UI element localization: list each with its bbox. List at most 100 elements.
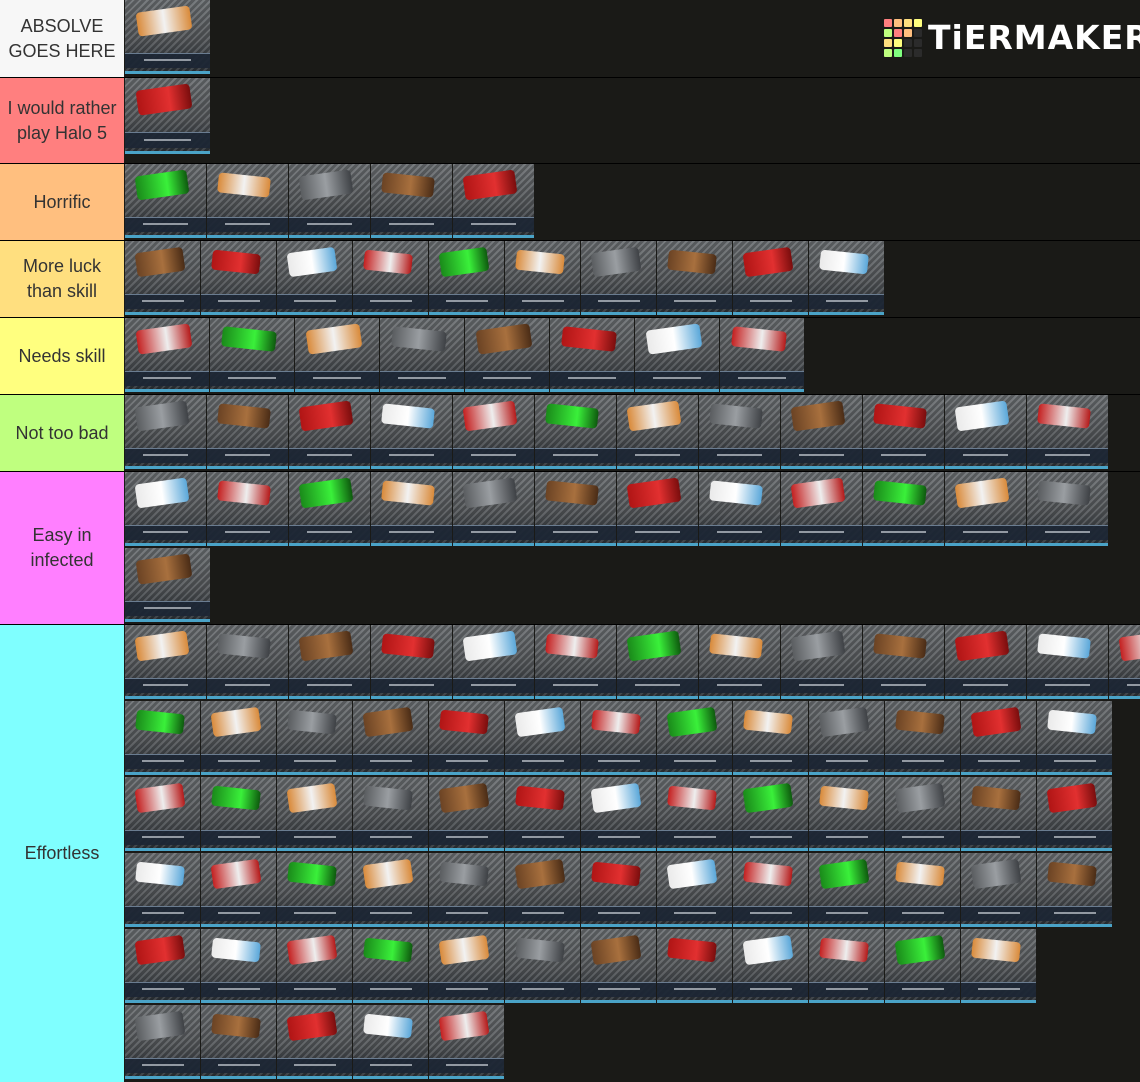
tier-item-card[interactable]: [277, 929, 352, 1003]
tier-item-card[interactable]: [809, 701, 884, 775]
tier-item-card[interactable]: [505, 853, 580, 927]
tier-item-card[interactable]: [207, 472, 288, 546]
tier-item-card[interactable]: [945, 625, 1026, 699]
tier-item-card[interactable]: [353, 241, 428, 315]
tier-item-card[interactable]: [371, 472, 452, 546]
tier-item-card[interactable]: [429, 777, 504, 851]
tier-item-card[interactable]: [733, 701, 808, 775]
tier-item-card[interactable]: [733, 241, 808, 315]
tier-item-card[interactable]: [125, 164, 206, 238]
tier-label[interactable]: Horrific: [0, 164, 124, 240]
tier-item-card[interactable]: [1109, 625, 1140, 699]
tier-item-card[interactable]: [125, 78, 210, 154]
tier-item-card[interactable]: [1037, 777, 1112, 851]
tier-item-card[interactable]: [125, 318, 209, 392]
tier-item-card[interactable]: [699, 472, 780, 546]
tier-item-card[interactable]: [277, 701, 352, 775]
tier-item-card[interactable]: [635, 318, 719, 392]
tier-item-card[interactable]: [201, 777, 276, 851]
tier-item-card[interactable]: [125, 1005, 200, 1079]
tier-item-card[interactable]: [201, 1005, 276, 1079]
tier-item-card[interactable]: [809, 241, 884, 315]
tier-item-card[interactable]: [207, 625, 288, 699]
tier-item-card[interactable]: [809, 853, 884, 927]
tier-item-card[interactable]: [125, 853, 200, 927]
tier-item-card[interactable]: [277, 241, 352, 315]
tier-item-card[interactable]: [699, 395, 780, 469]
tier-item-card[interactable]: [945, 472, 1026, 546]
tier-item-card[interactable]: [125, 395, 206, 469]
tier-item-card[interactable]: [453, 472, 534, 546]
tier-item-card[interactable]: [201, 241, 276, 315]
tier-item-card[interactable]: [733, 853, 808, 927]
tier-item-card[interactable]: [353, 853, 428, 927]
tier-item-card[interactable]: [505, 701, 580, 775]
tier-item-card[interactable]: [535, 625, 616, 699]
tier-item-card[interactable]: [1027, 472, 1108, 546]
tier-item-card[interactable]: [201, 853, 276, 927]
tier-item-card[interactable]: [961, 853, 1036, 927]
tier-item-card[interactable]: [371, 164, 452, 238]
tier-item-card[interactable]: [371, 625, 452, 699]
tier-item-card[interactable]: [453, 164, 534, 238]
tier-item-card[interactable]: [453, 625, 534, 699]
tier-item-card[interactable]: [781, 395, 862, 469]
tier-item-card[interactable]: [289, 395, 370, 469]
tier-item-card[interactable]: [1037, 853, 1112, 927]
tier-item-card[interactable]: [617, 395, 698, 469]
tier-item-card[interactable]: [207, 164, 288, 238]
tier-item-card[interactable]: [277, 1005, 352, 1079]
tier-item-card[interactable]: [863, 395, 944, 469]
tier-item-card[interactable]: [125, 701, 200, 775]
tier-item-card[interactable]: [289, 472, 370, 546]
tier-item-card[interactable]: [699, 625, 780, 699]
tier-item-card[interactable]: [429, 701, 504, 775]
tier-item-card[interactable]: [885, 853, 960, 927]
tier-item-card[interactable]: [353, 777, 428, 851]
tier-label[interactable]: More luck than skill: [0, 241, 124, 317]
tier-item-card[interactable]: [125, 0, 210, 74]
tier-item-card[interactable]: [657, 929, 732, 1003]
tier-label[interactable]: Effortless: [0, 625, 124, 1082]
tier-item-card[interactable]: [617, 625, 698, 699]
tier-item-card[interactable]: [125, 241, 200, 315]
tier-label[interactable]: Needs skill: [0, 318, 124, 394]
tier-item-card[interactable]: [781, 472, 862, 546]
tier-item-card[interactable]: [277, 853, 352, 927]
tier-item-card[interactable]: [809, 929, 884, 1003]
tier-item-card[interactable]: [945, 395, 1026, 469]
tier-item-card[interactable]: [465, 318, 549, 392]
tier-item-card[interactable]: [961, 777, 1036, 851]
tier-item-card[interactable]: [429, 853, 504, 927]
tier-label[interactable]: Not too bad: [0, 395, 124, 471]
tier-item-card[interactable]: [961, 701, 1036, 775]
tier-item-card[interactable]: [201, 701, 276, 775]
tier-item-card[interactable]: [733, 777, 808, 851]
tier-item-card[interactable]: [505, 777, 580, 851]
tier-label[interactable]: Easy in infected: [0, 472, 124, 624]
tier-item-card[interactable]: [453, 395, 534, 469]
tier-item-card[interactable]: [353, 1005, 428, 1079]
tier-item-card[interactable]: [210, 318, 294, 392]
tier-item-card[interactable]: [1027, 625, 1108, 699]
tier-item-card[interactable]: [505, 241, 580, 315]
tier-label[interactable]: ABSOLVE GOES HERE: [0, 0, 124, 77]
tier-item-card[interactable]: [125, 472, 206, 546]
tier-item-card[interactable]: [885, 777, 960, 851]
tier-item-card[interactable]: [781, 625, 862, 699]
tier-item-card[interactable]: [277, 777, 352, 851]
tier-item-card[interactable]: [720, 318, 804, 392]
tier-item-card[interactable]: [885, 701, 960, 775]
tier-item-card[interactable]: [657, 853, 732, 927]
tier-item-card[interactable]: [125, 777, 200, 851]
tier-item-card[interactable]: [863, 472, 944, 546]
tier-item-card[interactable]: [581, 241, 656, 315]
tier-item-card[interactable]: [353, 929, 428, 1003]
tier-item-card[interactable]: [289, 625, 370, 699]
tier-item-card[interactable]: [1027, 395, 1108, 469]
tier-item-card[interactable]: [657, 777, 732, 851]
tier-item-card[interactable]: [863, 625, 944, 699]
tier-item-card[interactable]: [535, 472, 616, 546]
tier-item-card[interactable]: [961, 929, 1036, 1003]
tier-item-card[interactable]: [1037, 701, 1112, 775]
